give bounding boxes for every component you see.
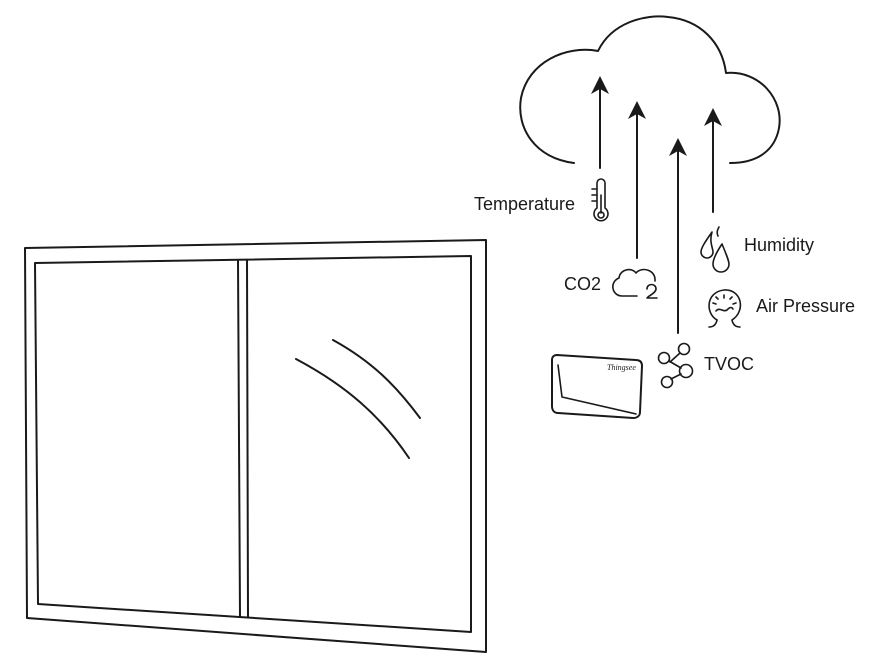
sensor-brand: Thingsee <box>607 363 636 372</box>
label-co2: CO2 <box>564 274 601 294</box>
thermometer-icon <box>591 178 609 222</box>
label-air-pressure: Air Pressure <box>756 296 855 316</box>
window-glare-long <box>295 358 410 459</box>
window-inner-frame <box>34 255 472 633</box>
sensor-device: Thingsee <box>551 354 643 419</box>
pressure-gauge-icon <box>708 289 742 328</box>
molecule-icon <box>657 342 694 389</box>
arrow-humidity <box>704 108 722 213</box>
arrow-tvoc <box>669 138 687 334</box>
window-outer-frame <box>24 239 487 653</box>
arrow-co2 <box>628 101 646 259</box>
co2-cloud-icon <box>612 268 658 299</box>
label-temperature: Temperature <box>474 194 575 214</box>
cloud <box>519 15 781 164</box>
window-glare-short <box>332 339 421 419</box>
window-mullion-right <box>246 259 249 618</box>
window <box>24 239 487 653</box>
label-humidity: Humidity <box>744 235 814 255</box>
label-tvoc: TVOC <box>704 354 754 374</box>
window-mullion-left <box>237 259 241 618</box>
water-drops-icon <box>700 226 730 273</box>
arrow-temperature <box>591 76 609 169</box>
